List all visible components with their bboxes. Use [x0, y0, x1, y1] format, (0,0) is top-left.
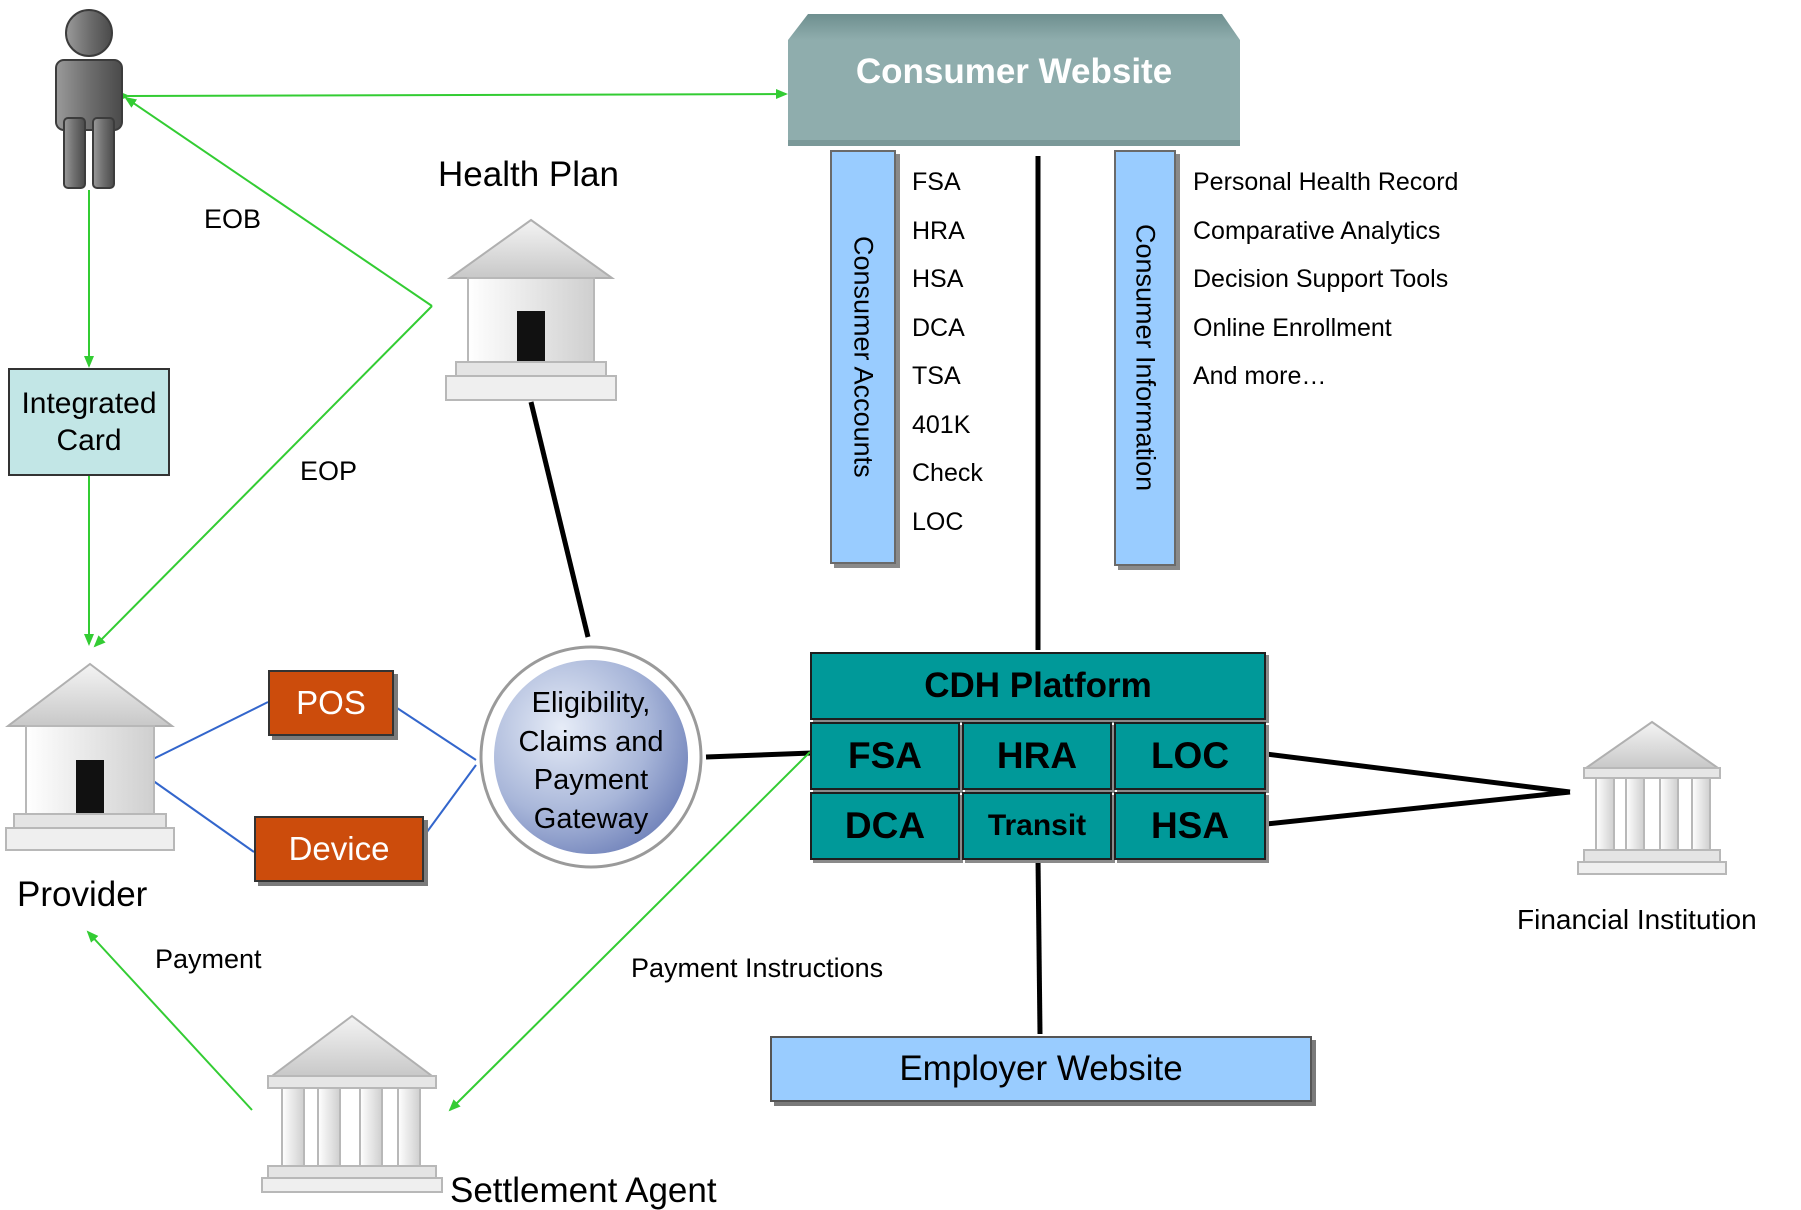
- information-item: And more…: [1193, 362, 1327, 390]
- provider-label: Provider: [17, 875, 148, 914]
- gateway-text: Eligibility, Claims and Payment Gateway: [501, 684, 681, 838]
- cdh-platform-header[interactable]: CDH Platform: [810, 652, 1266, 720]
- integrated-card-line2: Card: [56, 424, 122, 457]
- platform-cell-hra[interactable]: HRA: [962, 722, 1112, 790]
- health-plan-label: Health Plan: [438, 155, 619, 194]
- account-item: LOC: [912, 507, 964, 536]
- platform-cell-hsa[interactable]: HSA: [1114, 792, 1266, 860]
- arrow-payment-instructions: [448, 751, 811, 1112]
- integrated-card-line1: Integrated: [21, 387, 157, 420]
- line-loc-to-bank: [1265, 751, 1571, 795]
- person-icon: [55, 9, 123, 189]
- arrow-person-website: [117, 89, 788, 102]
- line-hsa-to-bank: [1265, 789, 1571, 827]
- settlement-agent-bank-icon: [261, 1014, 443, 1193]
- platform-cell-dca[interactable]: DCA: [810, 792, 960, 860]
- health-plan-house-icon: [445, 218, 617, 401]
- eob-label: EOB: [204, 204, 262, 234]
- integrated-card-box[interactable]: Integrated Card: [8, 368, 170, 476]
- account-item: HSA: [912, 265, 964, 293]
- gateway-line4: Gateway: [533, 802, 649, 835]
- platform-cell-label: FSA: [848, 735, 922, 776]
- account-item: FSA: [912, 168, 961, 196]
- pos-label: POS: [296, 684, 366, 721]
- financial-institution-label: Financial Institution: [1517, 904, 1757, 935]
- platform-cell-label: HSA: [1150, 805, 1230, 846]
- settlement-agent-label: Settlement Agent: [450, 1171, 717, 1210]
- consumer-information-label: Consumer Information: [1130, 224, 1161, 492]
- line-platform-to-employer: [1035, 857, 1043, 1035]
- information-item: Personal Health Record: [1193, 168, 1459, 196]
- account-item: TSA: [912, 362, 961, 390]
- cdh-platform-title: CDH Platform: [924, 666, 1152, 705]
- information-item: Decision Support Tools: [1193, 265, 1449, 293]
- employer-website-box[interactable]: Employer Website: [770, 1036, 1312, 1102]
- platform-cell-loc[interactable]: LOC: [1114, 722, 1266, 790]
- consumer-website-block: [788, 14, 1240, 146]
- employer-website-label: Employer Website: [899, 1049, 1183, 1088]
- device-links: [134, 701, 477, 853]
- information-item: Online Enrollment: [1193, 313, 1392, 342]
- gateway-circle: [479, 645, 703, 869]
- consumer-website-title[interactable]: Consumer Website: [855, 52, 1173, 91]
- arrow-eop: [93, 305, 433, 648]
- platform-cell-label: Transit: [987, 809, 1087, 842]
- gateway-line2: Claims and: [518, 725, 664, 758]
- account-item: DCA: [912, 313, 965, 342]
- platform-cell-label: HRA: [996, 735, 1078, 776]
- platform-cell-transit[interactable]: Transit: [962, 792, 1112, 860]
- line-healthplan-to-gateway: [528, 401, 591, 638]
- account-item: 401K: [912, 410, 971, 439]
- payment-instructions-label: Payment Instructions: [631, 953, 884, 983]
- platform-cell-label: LOC: [1150, 735, 1230, 776]
- arrow-eob: [124, 96, 433, 307]
- account-item: Check: [912, 459, 983, 487]
- consumer-accounts-bar: Consumer Accounts: [830, 150, 896, 564]
- consumer-accounts-list: FSA HRA HSA DCA TSA 401K Check LOC: [912, 158, 983, 546]
- provider-house-icon: [5, 662, 175, 851]
- device-box[interactable]: Device: [254, 816, 424, 882]
- platform-cell-label: DCA: [844, 805, 926, 846]
- platform-cell-fsa[interactable]: FSA: [810, 722, 960, 790]
- consumer-information-list: Personal Health Record Comparative Analy…: [1193, 158, 1458, 401]
- line-gateway-to-platform: [705, 750, 813, 760]
- arrow-payment: [86, 930, 253, 1111]
- platform-connectors: [528, 156, 1571, 1035]
- gateway-line1: Eligibility,: [531, 687, 651, 719]
- consumer-accounts-label: Consumer Accounts: [848, 236, 879, 478]
- flow-arrows: [84, 89, 811, 1112]
- information-item: Comparative Analytics: [1193, 216, 1441, 245]
- gateway-line3: Payment: [533, 764, 649, 796]
- consumer-information-bar: Consumer Information: [1114, 150, 1176, 566]
- device-label: Device: [288, 830, 390, 867]
- account-item: HRA: [912, 216, 965, 245]
- pos-box[interactable]: POS: [268, 670, 394, 736]
- eop-label: EOP: [300, 456, 358, 486]
- financial-institution-bank-icon: [1577, 720, 1727, 875]
- payment-label: Payment: [155, 944, 262, 974]
